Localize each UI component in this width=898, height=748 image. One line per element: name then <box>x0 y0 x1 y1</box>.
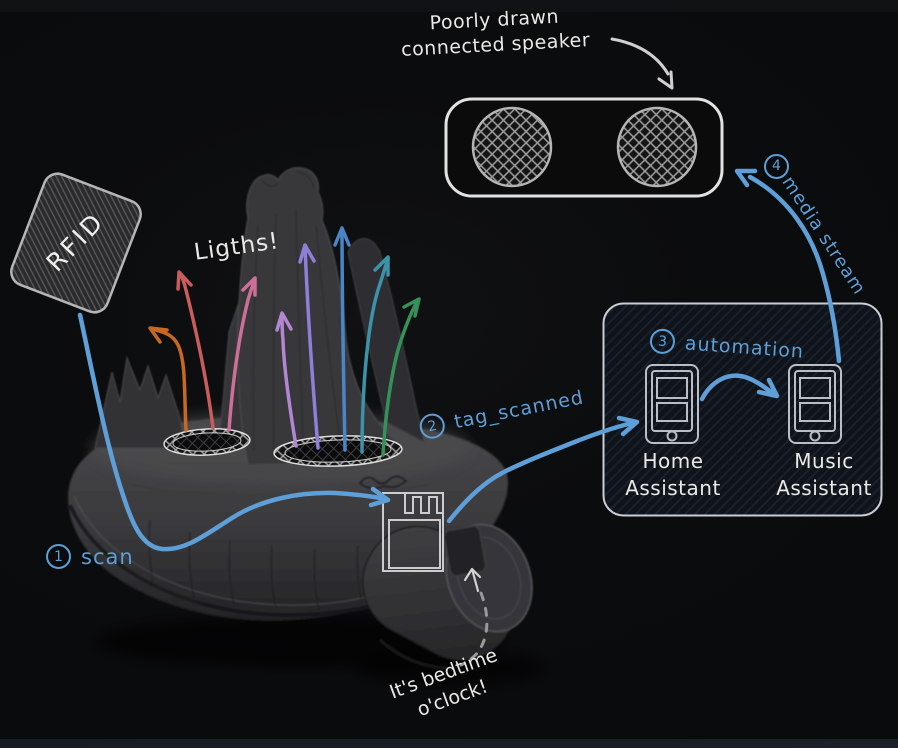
flow-arrow-tag-scanned <box>446 415 640 524</box>
light-arrow-orange <box>148 326 188 432</box>
bedtime-dashed-line <box>459 591 489 667</box>
step-1-number: 1 <box>46 544 71 569</box>
figure-drapery-strokes <box>252 171 341 456</box>
flow-arrow-scan <box>77 312 391 552</box>
flow-arrow-automation <box>699 373 780 402</box>
step-4-number: 4 <box>764 154 789 179</box>
music-assistant-label: Music Assistant <box>766 448 882 502</box>
reader-pad-left <box>163 428 251 456</box>
music-assistant-icon <box>788 364 842 444</box>
flow-arrow-media-stream <box>734 168 842 364</box>
rfid-card <box>10 172 142 314</box>
light-arrow-red <box>176 270 215 430</box>
home-assistant-label: Home Assistant <box>615 448 731 502</box>
home-assistant-icon <box>645 364 699 444</box>
statue-figures <box>236 167 400 466</box>
statue-barrel <box>362 523 533 670</box>
home-assistant-line2: Assistant <box>625 476 721 500</box>
bottom-edge-bar <box>0 739 898 748</box>
speaker <box>444 97 724 198</box>
step-3-number: 3 <box>649 328 676 355</box>
top-edge-shade <box>0 0 898 12</box>
reader-pad-right <box>273 435 403 467</box>
step-1-scan: 1 scan <box>46 544 134 569</box>
speaker-note-arrow <box>610 37 674 90</box>
light-arrow-blue <box>333 226 351 452</box>
music-assistant-line2: Assistant <box>776 476 872 500</box>
light-arrow-teal <box>360 255 390 454</box>
home-assistant-line1: Home <box>642 449 704 473</box>
tall-rock-behind <box>347 238 425 443</box>
light-arrow-green <box>381 297 421 457</box>
step-2-number: 2 <box>417 411 447 441</box>
cursor-pointer-icon <box>463 567 482 593</box>
automation-panel <box>602 302 883 517</box>
speaker-cone-left <box>471 106 553 188</box>
step-1-label: scan <box>81 544 134 569</box>
left-rocks <box>94 355 187 449</box>
barrel-shadow <box>355 650 545 686</box>
light-arrow-magenta <box>275 311 298 448</box>
light-arrow-violet <box>298 243 320 450</box>
speaker-cone-right <box>616 106 698 188</box>
light-arrow-pink <box>227 276 257 432</box>
music-assistant-line1: Music <box>794 449 854 473</box>
base-doodle <box>358 475 408 490</box>
nfc-tag-icon <box>382 492 444 572</box>
statue-sketch <box>67 167 545 686</box>
